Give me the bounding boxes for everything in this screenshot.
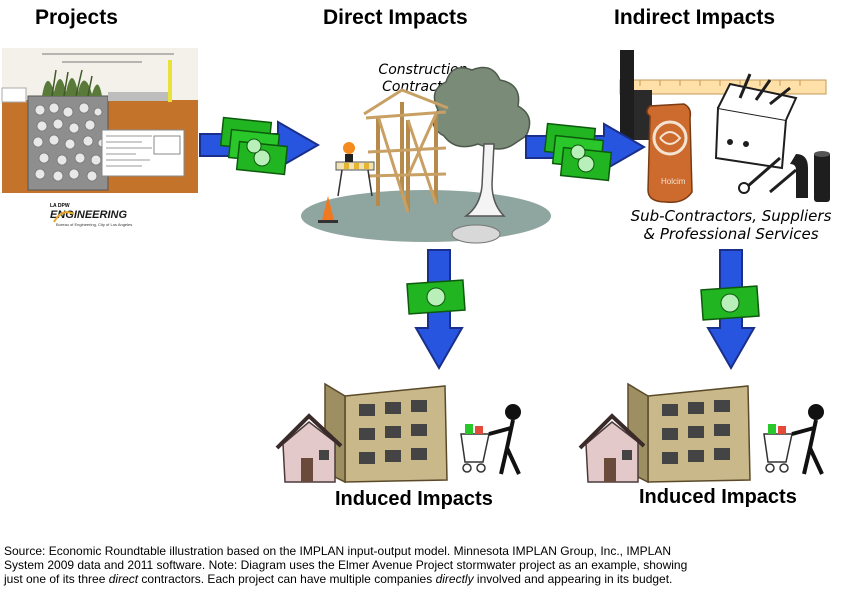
logo-swoosh-icon	[53, 211, 75, 223]
caption-emphasis-direct: direct	[108, 572, 139, 586]
caption-text-e: involved and appearing in its budget.	[473, 572, 673, 586]
heading-indirect-impacts: Indirect Impacts	[614, 6, 776, 29]
caption-line-1: Source: Economic Roundtable illustration…	[4, 544, 672, 558]
heading-projects: Projects	[35, 6, 118, 29]
money-bill-3-icon	[406, 279, 466, 315]
logo-subtext: Bureau of Engineering, City of Los Angel…	[56, 222, 133, 227]
induced-impacts-right-label: Induced Impacts	[639, 486, 797, 508]
induced-impacts-left-label: Induced Impacts	[335, 488, 493, 510]
caption-text-c: contractors. Each project can have multi…	[138, 572, 436, 586]
caption-line-3: just one of its three direct contractors…	[4, 572, 846, 586]
money-bill-4-icon	[700, 285, 760, 321]
money-stack-2-icon	[543, 122, 613, 182]
source-caption: Source: Economic Roundtable illustration…	[4, 544, 846, 586]
supplier-tools-graphic	[619, 42, 844, 210]
induced-scene-left-graphic	[275, 382, 521, 484]
caption-emphasis-directly: directly	[435, 572, 474, 586]
project-cross-section-graphic	[1, 48, 198, 193]
money-stack-1-icon	[219, 116, 289, 176]
construction-label-line1: Construction	[378, 62, 468, 78]
caption-text-a: just one of its three	[4, 572, 109, 586]
construction-site-graphic	[301, 66, 551, 244]
induced-scene-right-graphic	[578, 382, 824, 484]
subcontractors-label: Sub-Contractors, Suppliers & Professiona…	[624, 207, 838, 243]
caption-line-2: System 2009 data and 2011 software. Note…	[4, 558, 688, 572]
subcontractors-label-line1: Sub-Contractors, Suppliers	[630, 207, 832, 225]
holcim-bag-label: Holcim	[661, 177, 686, 186]
logo-top-text: LA DPW	[50, 203, 70, 209]
subcontractors-label-line2: & Professional Services	[643, 225, 819, 243]
heading-direct-impacts: Direct Impacts	[323, 6, 468, 29]
